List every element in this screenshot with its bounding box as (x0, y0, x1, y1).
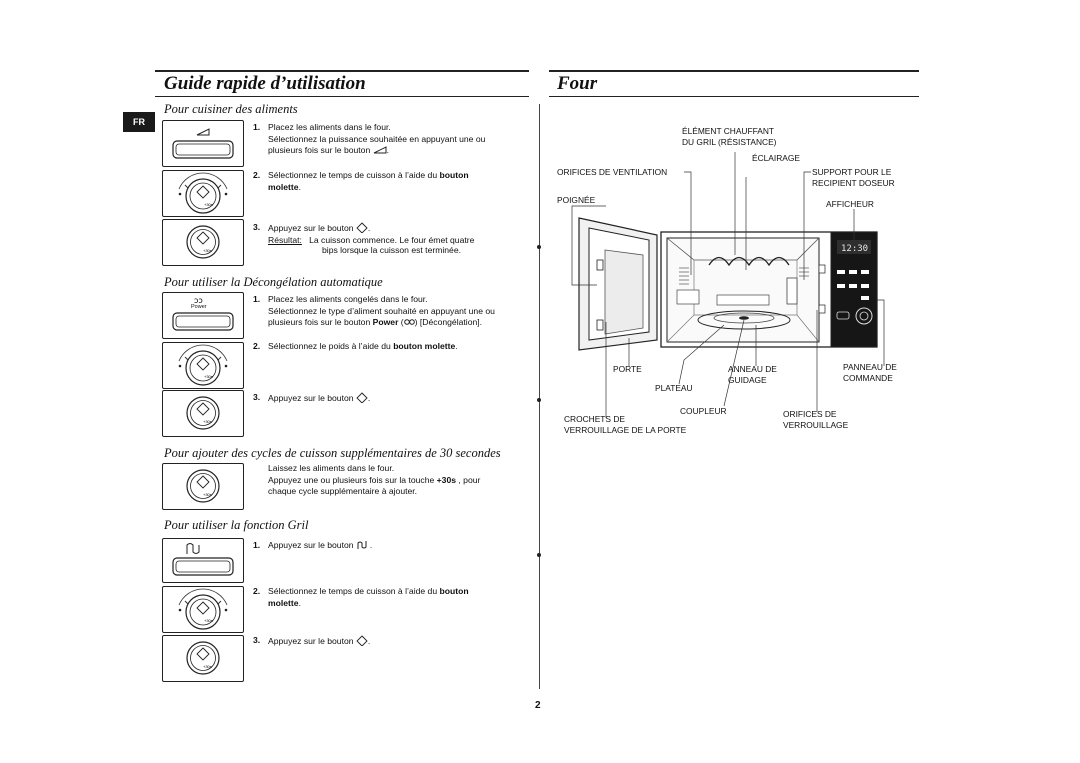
step-number: 2. (253, 586, 261, 596)
oven-diagram: 12:30 (571, 152, 885, 418)
divider-bullet (537, 398, 541, 402)
power-defrost-illustration: ↄↄ Power (162, 292, 244, 339)
svg-text:+30s: +30s (203, 248, 212, 253)
svg-text:+30s: +30s (203, 419, 212, 424)
dial-illustration: +30s (162, 170, 244, 217)
label-display: AFFICHEUR (826, 199, 874, 209)
step-number: 3. (253, 392, 261, 402)
step-number: 3. (253, 635, 261, 645)
step-text: Appuyez sur le bouton . Résultat: La cui… (268, 222, 475, 245)
label-lighting: ÉCLAIRAGE (752, 153, 800, 163)
step-text: Sélectionnez le temps de cuisson à l’aid… (268, 170, 469, 192)
grill-icon (357, 541, 367, 549)
start-button-illustration: +30s (162, 390, 244, 437)
page-number: 2 (535, 700, 541, 711)
dial-illustration: +30s (162, 342, 244, 389)
start-icon (356, 222, 368, 234)
power-icon (172, 128, 234, 159)
label-turntable: PLATEAU (655, 383, 693, 393)
defrost-icon: ↄↄ (172, 296, 234, 331)
start-icon: +30s (186, 469, 220, 503)
label-handle: POIGNÉE (557, 195, 596, 205)
step-number: 1. (253, 122, 261, 132)
section-title-grill: Pour utiliser la fonction Gril (164, 518, 309, 532)
step-text: Appuyez sur le bouton . (268, 540, 373, 550)
label-door: PORTE (613, 364, 642, 374)
left-header-underline (155, 96, 529, 97)
svg-text:+30s: +30s (204, 374, 213, 379)
page-title-right: Four (557, 73, 598, 94)
svg-text:+30s: +30s (203, 664, 212, 669)
oven-display: 12:30 (841, 244, 868, 254)
section-title-cook: Pour cuisiner des aliments (164, 102, 298, 116)
dial-icon: +30s (178, 588, 228, 630)
section-title-defrost: Pour utiliser la Décongélation automatiq… (164, 275, 383, 289)
start-button-illustration: +30s (162, 219, 244, 266)
start-icon: +30s (186, 641, 220, 675)
step-number: 1. (253, 540, 261, 550)
dial-icon: +30s (178, 344, 228, 386)
step-text: Placez les aliments dans le four. Sélect… (268, 122, 486, 155)
dial-icon: +30s (178, 172, 228, 214)
start-icon: +30s (186, 225, 220, 259)
grill-button-illustration (162, 538, 244, 583)
step-text: Placez les aliments congelés dans le fou… (268, 294, 495, 327)
svg-text:+30s: +30s (204, 618, 213, 623)
result-text: bips lorsque la cuisson est terminée. (322, 245, 462, 255)
svg-text:ↄↄ: ↄↄ (194, 296, 203, 305)
dial-illustration: +30s (162, 586, 244, 633)
label-coupler: COUPLEUR (680, 406, 727, 416)
step-number: 2. (253, 170, 261, 180)
start-icon (356, 635, 368, 647)
defrost-icon (403, 319, 415, 325)
power-button-illustration (162, 120, 244, 167)
step-number: 2. (253, 341, 261, 351)
left-header-rule (155, 70, 529, 72)
section-title-extra: Pour ajouter des cycles de cuisson suppl… (164, 446, 501, 460)
panel-label: Power (191, 304, 207, 310)
step-text: Appuyez sur le bouton . (268, 635, 371, 647)
start-icon (356, 392, 368, 404)
step-number: 3. (253, 222, 261, 232)
step-text: Sélectionnez le poids à l’aide du bouton… (268, 341, 458, 351)
power-icon (373, 146, 387, 154)
step-number: 1. (253, 294, 261, 304)
svg-text:+30s: +30s (204, 202, 213, 207)
start-button-illustration: +30s (162, 635, 244, 682)
extra-text: Laissez les aliments dans le four. Appuy… (268, 463, 481, 496)
right-header-underline (549, 96, 919, 97)
column-divider (539, 104, 540, 689)
right-header-rule (549, 70, 919, 72)
page-title-left: Guide rapide d’utilisation (164, 73, 366, 94)
step-text: Sélectionnez le temps de cuisson à l’aid… (268, 586, 469, 608)
divider-bullet (537, 245, 541, 249)
step-text: Appuyez sur le bouton . (268, 392, 371, 404)
svg-text:+30s: +30s (203, 492, 212, 497)
start-button-illustration: +30s (162, 463, 244, 510)
language-tab: FR (123, 112, 155, 132)
start-icon: +30s (186, 396, 220, 430)
divider-bullet (537, 553, 541, 557)
grill-icon (172, 543, 234, 576)
label-vents: ORIFICES DE VENTILATION (557, 167, 668, 177)
